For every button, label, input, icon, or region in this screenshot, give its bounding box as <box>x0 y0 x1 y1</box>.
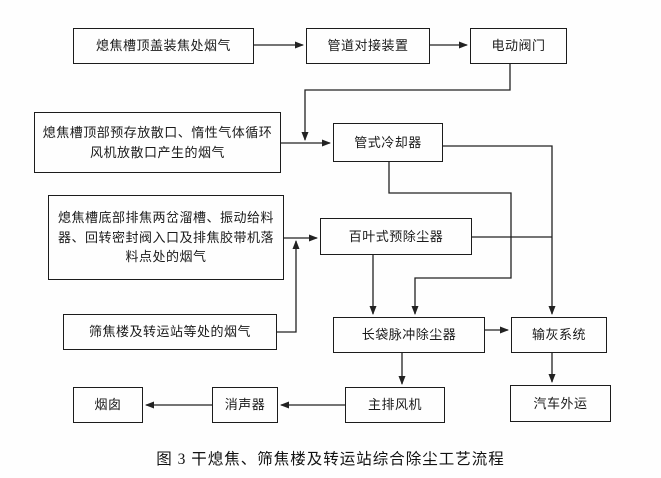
figure-caption: 图 3 干熄焦、筛焦楼及转运站综合除尘工艺流程 <box>156 451 505 468</box>
node-tube-cooler: 管式冷却器 <box>333 123 443 162</box>
node-top-vent-gas: 熄焦槽顶部预存放散口、惰性气体循环风机放散口产生的烟气 <box>34 112 281 173</box>
node-muffler: 消声器 <box>212 387 278 423</box>
node-top-cover-gas: 熄焦槽顶盖装焦处烟气 <box>73 28 254 64</box>
node-pipe-docking-device: 管道对接装置 <box>306 28 430 64</box>
node-screening-station-gas: 筛焦楼及转运站等处的烟气 <box>63 314 277 350</box>
node-long-bag-pulse-collector: 长袋脉冲除尘器 <box>333 317 485 353</box>
node-ash-conveying-system: 输灰系统 <box>511 317 607 353</box>
node-chimney: 烟囱 <box>73 387 143 423</box>
node-electric-valve: 电动阀门 <box>470 28 567 64</box>
node-main-exhaust-fan: 主排风机 <box>345 387 445 423</box>
node-bottom-discharge-gas: 熄焦槽底部排焦两岔溜槽、振动给料器、回转密封阀入口及排焦胶带机落料点处的烟气 <box>48 195 284 280</box>
node-truck-transport: 汽车外运 <box>510 385 611 422</box>
node-louvre-precollector: 百叶式预除尘器 <box>320 218 472 255</box>
